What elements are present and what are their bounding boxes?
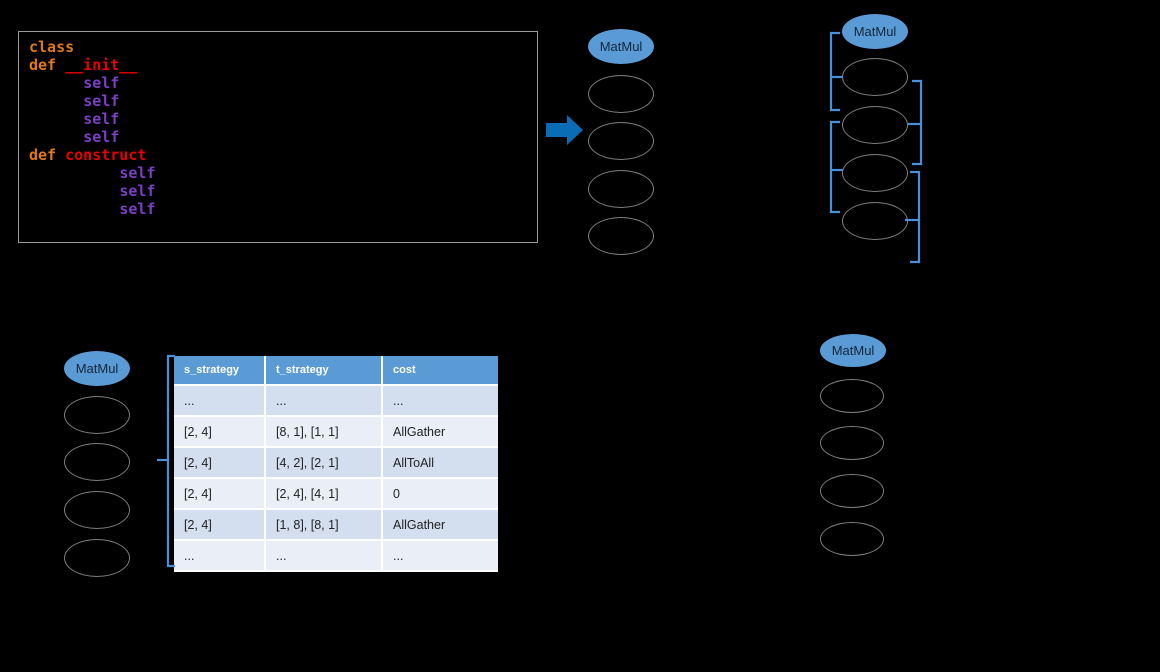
matmul-label: MatMul [853,24,897,39]
table-cell: [2, 4] [174,417,266,448]
code-indent [29,110,83,128]
table-cell: ... [383,541,498,572]
code-line: class [29,38,155,56]
code-line: self [29,128,155,146]
matmul-label: MatMul [599,39,643,54]
code-token-slf: self [119,200,156,218]
code-token-slf: self [83,74,120,92]
code-indent [29,128,83,146]
table-cell: ... [266,386,383,417]
strategy-node[interactable] [820,426,884,460]
code-token-kw: def [29,56,66,74]
strategy-node[interactable] [588,170,654,208]
table-cell: AllGather [383,417,498,448]
table-cell: [2, 4], [4, 1] [266,479,383,510]
matmul-node[interactable]: MatMul [820,334,886,367]
table-cell: [8, 1], [1, 1] [266,417,383,448]
graph-bottom-right: MatMul [820,334,890,559]
strategy-cost-table: s_strategy t_strategy cost .........[2, … [174,356,498,572]
code-token-slf: self [119,182,156,200]
strategy-node[interactable] [64,396,130,434]
strategy-node[interactable] [588,122,654,160]
graph-top-middle: MatMul [588,29,658,255]
table-cell: ... [174,541,266,572]
strategy-node[interactable] [64,539,130,577]
table-row[interactable]: ......... [174,541,498,572]
table-cell: AllGather [383,510,498,541]
table-row[interactable]: [2, 4][1, 8], [8, 1]AllGather [174,510,498,541]
code-line: self [29,164,155,182]
matmul-label: MatMul [75,361,119,376]
table-cell: ... [266,541,383,572]
table-header-row: s_strategy t_strategy cost [174,356,498,386]
code-line: self [29,200,155,218]
table-cell: AllToAll [383,448,498,479]
column-header-s-strategy: s_strategy [174,356,266,386]
code-indent [29,164,119,182]
matmul-node[interactable]: MatMul [588,29,654,64]
table-row[interactable]: [2, 4][2, 4], [4, 1]0 [174,479,498,510]
code-token-slf: self [83,128,120,146]
strategy-node[interactable] [842,154,908,192]
table-cell: ... [383,386,498,417]
matmul-label: MatMul [831,343,875,358]
code-token-slf: self [83,92,120,110]
code-token-fn: __init__ [65,56,138,74]
graph-bottom-left: MatMul [64,351,134,581]
strategy-node[interactable] [820,379,884,413]
table-cell: [4, 2], [2, 1] [266,448,383,479]
code-line: self [29,182,155,200]
code-line: self [29,110,155,128]
bracket-left-1 [829,31,840,112]
code-token-kw: class [29,38,75,56]
table-cell: [2, 4] [174,479,266,510]
table-cell: 0 [383,479,498,510]
strategy-node[interactable] [842,58,908,96]
code-indent [29,200,119,218]
strategy-node[interactable] [820,522,884,556]
table-row[interactable]: [2, 4][4, 2], [2, 1]AllToAll [174,448,498,479]
strategy-node[interactable] [842,202,908,240]
matmul-node[interactable]: MatMul [64,351,130,386]
strategy-node[interactable] [820,474,884,508]
strategy-node[interactable] [64,491,130,529]
matmul-node[interactable]: MatMul [842,14,908,49]
code-indent [29,182,119,200]
table-cell: [2, 4] [174,448,266,479]
code-token-slf: self [83,110,120,128]
table-cell: [1, 8], [8, 1] [266,510,383,541]
code-line: def __init__ [29,56,155,74]
code-indent [29,92,83,110]
strategy-node[interactable] [588,217,654,255]
bracket-left-2 [829,120,840,214]
strategy-node[interactable] [842,106,908,144]
code-token-fn: construct [65,146,147,164]
table-cell: [2, 4] [174,510,266,541]
code-line: self [29,74,155,92]
column-header-t-strategy: t_strategy [266,356,383,386]
bracket-right-1 [912,79,923,166]
strategy-node[interactable] [588,75,654,113]
strategy-node[interactable] [64,443,130,481]
code-line: self [29,92,155,110]
blue-right-arrow [546,114,584,146]
graph-top-right: MatMul [842,14,912,259]
column-header-cost: cost [383,356,498,386]
code-token-slf: self [119,164,156,182]
code-indent [29,74,83,92]
table-row[interactable]: [2, 4][8, 1], [1, 1]AllGather [174,417,498,448]
code-line: def construct [29,146,155,164]
code-token-kw: def [29,146,66,164]
table-cell: ... [174,386,266,417]
table-row[interactable]: ......... [174,386,498,417]
